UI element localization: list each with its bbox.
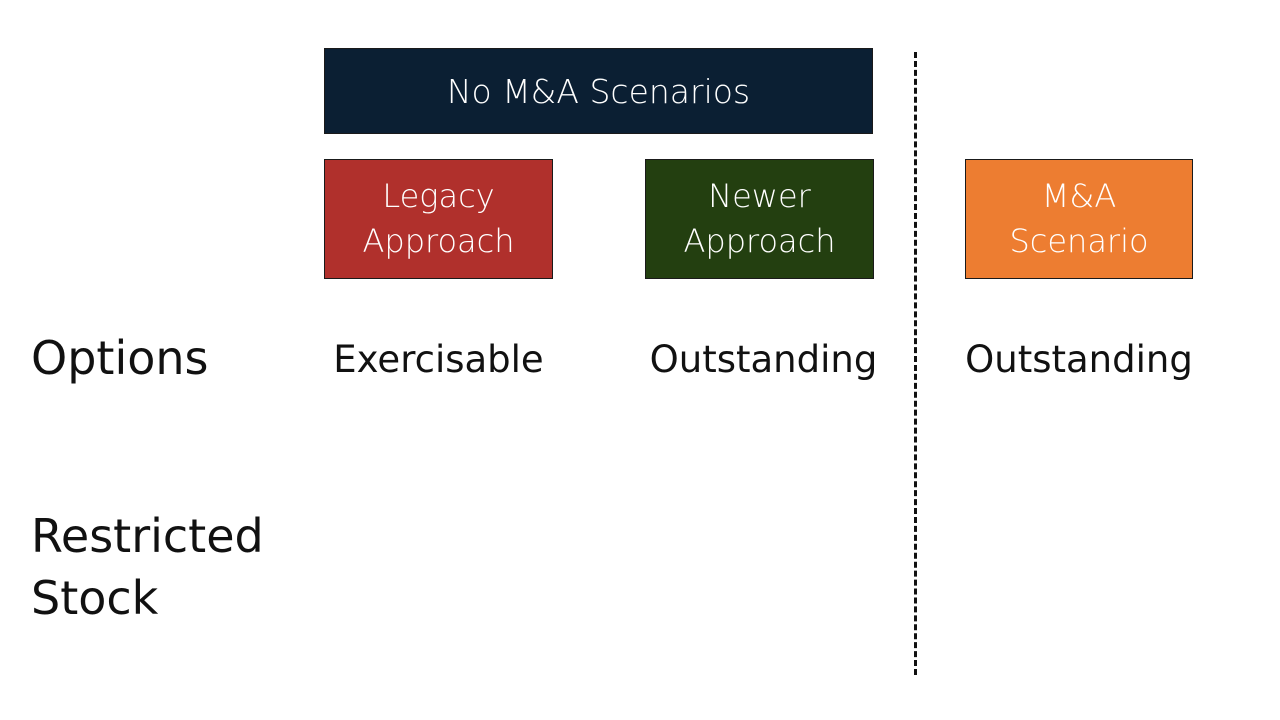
- ma-scenario-label: M&A Scenario: [1009, 177, 1149, 260]
- options-row-label: Options: [31, 331, 209, 385]
- options-legacy-value: Exercisable: [333, 338, 544, 381]
- options-newer-value: Outstanding: [649, 338, 878, 381]
- legacy-approach-label: Legacy Approach: [362, 177, 515, 260]
- no-ma-scenarios-label: No M&A Scenarios: [446, 71, 751, 111]
- no-ma-scenarios-header: No M&A Scenarios: [324, 48, 873, 134]
- ma-scenario-box: M&A Scenario: [965, 159, 1193, 279]
- restricted-stock-row-label: Restricted Stock: [31, 509, 264, 625]
- newer-approach-box: Newer Approach: [645, 159, 874, 279]
- options-ma-value: Outstanding: [965, 338, 1193, 381]
- scenario-divider: [914, 52, 917, 675]
- newer-approach-label: Newer Approach: [683, 177, 836, 260]
- legacy-approach-box: Legacy Approach: [324, 159, 553, 279]
